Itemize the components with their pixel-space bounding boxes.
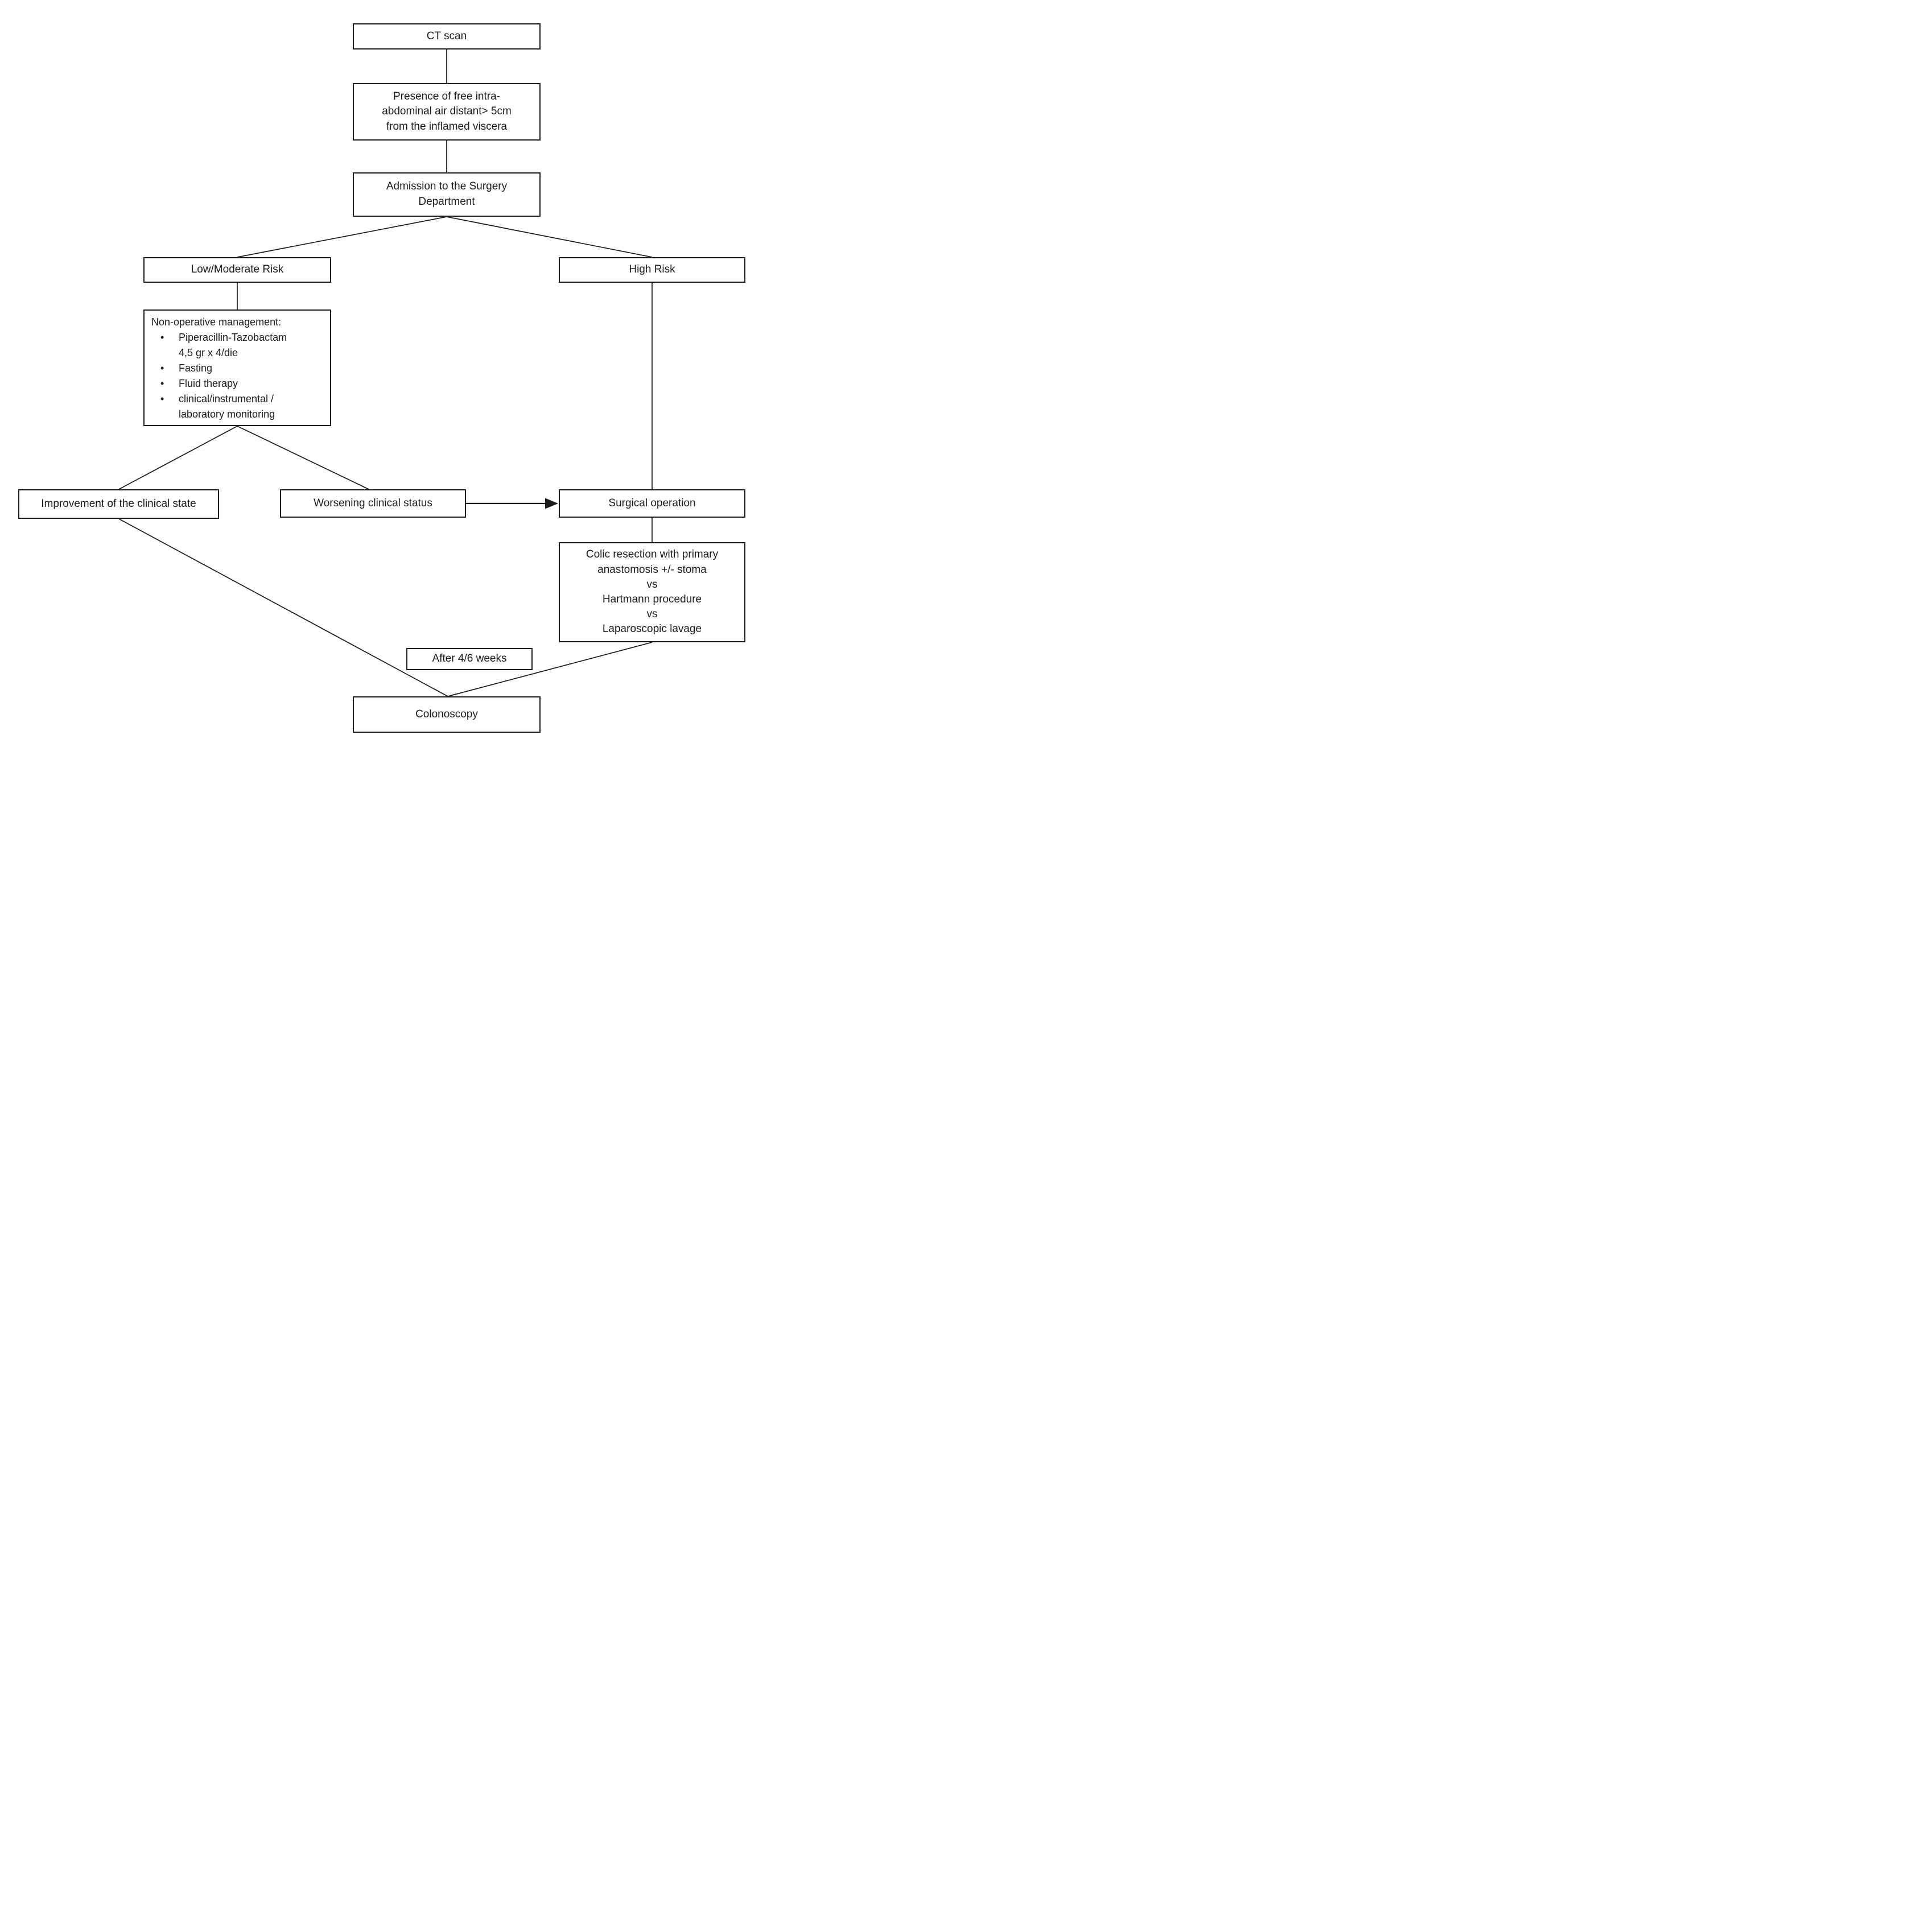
edge-colicresection-to-colonoscopy [447, 642, 653, 697]
node-colic-line-1: Colic resection with primary [586, 548, 719, 561]
node-ct-scan-label: CT scan [426, 30, 467, 42]
node-colonoscopy: Colonoscopy [353, 696, 541, 733]
edge-improvement-to-colonoscopy [118, 518, 448, 697]
list-item: Fluid therapy [151, 376, 325, 391]
arrow-head-icon [545, 498, 558, 509]
node-free-air-line-2: abdominal air distant> 5cm [382, 105, 512, 118]
connector-lines [118, 49, 653, 697]
flowchart: CT scan Presence of free intra- abdomina… [0, 0, 764, 773]
node-improvement-label: Improvement of the clinical state [41, 497, 196, 510]
node-low-moderate-risk-label: Low/Moderate Risk [191, 263, 284, 276]
node-colic-line-3: vs [646, 578, 658, 591]
edge-admission-to-lowmoderate [237, 216, 447, 258]
node-ct-scan: CT scan [353, 23, 541, 49]
edge-nonoperative-to-worsening [237, 426, 369, 490]
node-surgical-operation-label: Surgical operation [608, 497, 696, 509]
node-colonoscopy-label: Colonoscopy [415, 708, 478, 720]
node-admission: Admission to the Surgery Department [353, 172, 541, 217]
node-high-risk-label: High Risk [629, 263, 675, 276]
node-non-operative-management: Non-operative management: Piperacillin-T… [143, 309, 331, 426]
node-colic-resection: Colic resection with primary anastomosis… [559, 542, 745, 642]
node-free-air: Presence of free intra- abdominal air di… [353, 83, 541, 141]
node-admission-line-1: Admission to the Surgery [386, 180, 508, 193]
node-colic-line-4: Hartmann procedure [602, 593, 702, 605]
node-surgical-operation: Surgical operation [559, 489, 745, 518]
node-colic-line-5: vs [646, 608, 658, 621]
edge-nonoperative-to-improvement [118, 426, 238, 490]
node-free-air-line-3: from the inflamed viscera [386, 120, 508, 133]
node-improvement: Improvement of the clinical state [18, 489, 219, 519]
node-after-weeks: After 4/6 weeks [406, 648, 533, 670]
non-operative-title: Non-operative management: [151, 316, 282, 328]
node-after-weeks-label: After 4/6 weeks [432, 653, 507, 665]
node-admission-line-2: Department [418, 196, 475, 208]
list-item: Fasting [151, 361, 325, 376]
list-item: clinical/instrumental / laboratory monit… [151, 391, 325, 422]
edge-admission-to-highrisk [446, 216, 653, 258]
list-item: Piperacillin-Tazobactam 4,5 gr x 4/die [151, 330, 325, 361]
node-low-moderate-risk: Low/Moderate Risk [143, 257, 331, 283]
node-colic-line-2: anastomosis +/- stoma [597, 563, 707, 576]
node-high-risk: High Risk [559, 257, 745, 283]
node-worsening-label: Worsening clinical status [314, 497, 432, 509]
node-free-air-line-1: Presence of free intra- [393, 90, 500, 102]
node-colic-line-6: Laparoscopic lavage [602, 623, 702, 635]
node-worsening: Worsening clinical status [280, 489, 466, 518]
non-operative-bullet-list: Piperacillin-Tazobactam 4,5 gr x 4/die F… [151, 330, 325, 422]
